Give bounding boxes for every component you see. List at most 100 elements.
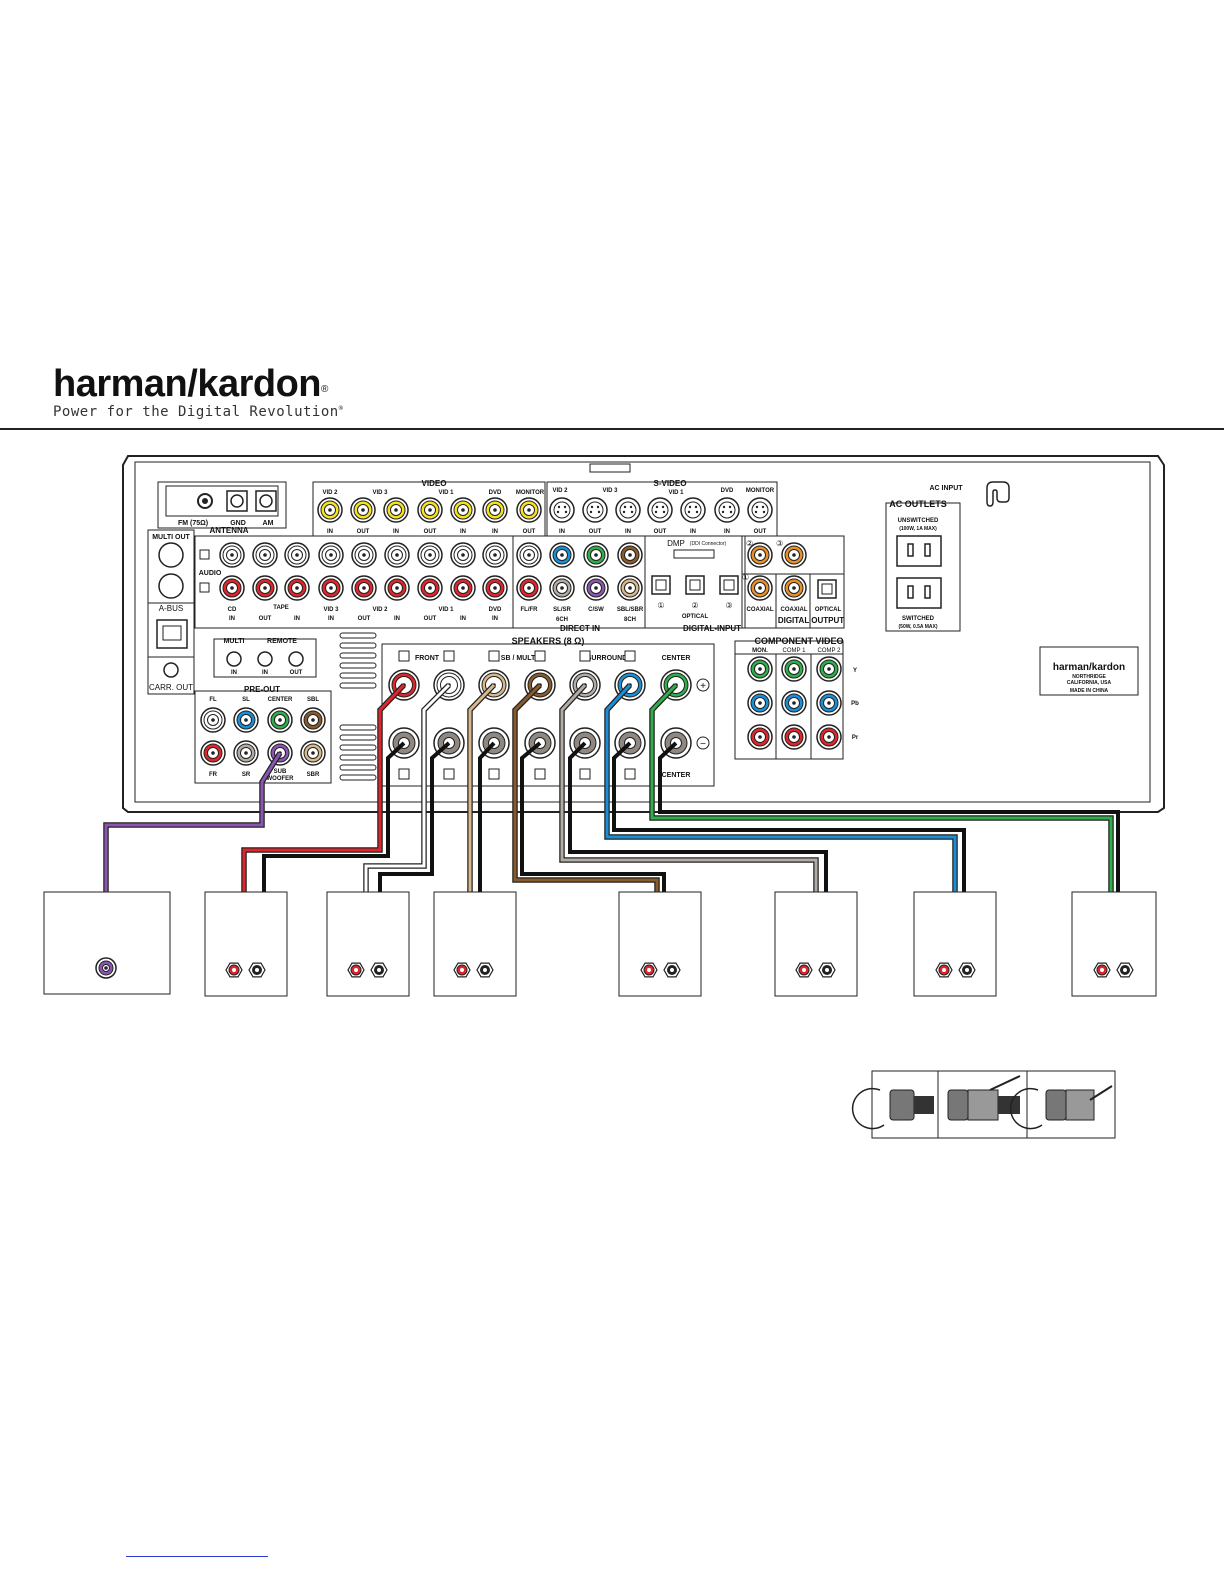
audio-right-jack-8[interactable]	[450, 575, 476, 601]
multi-out-jack-2[interactable]	[158, 573, 184, 599]
audio-right-jack-9[interactable]	[482, 575, 508, 601]
front-left-black-terminal[interactable]	[370, 962, 388, 978]
direct-sr-jack[interactable]	[549, 575, 575, 601]
audio-right-jack-2[interactable]	[252, 575, 278, 601]
dmp-connector[interactable]	[673, 549, 715, 559]
front-right-black-terminal[interactable]	[248, 962, 266, 978]
surround-right-red-terminal[interactable]	[935, 962, 953, 978]
component-jack-r1c1[interactable]	[747, 656, 773, 682]
carr-out-jack[interactable]	[163, 662, 179, 678]
center-black-terminal[interactable]	[1116, 962, 1134, 978]
component-jack-r2c3[interactable]	[816, 690, 842, 716]
speaker-bottom-box-3[interactable]	[488, 768, 500, 780]
multi-out-jack-1[interactable]	[158, 542, 184, 568]
component-jack-r3c3[interactable]	[816, 724, 842, 750]
video-jack-5[interactable]	[450, 497, 476, 523]
svideo-jack-5[interactable]	[680, 497, 706, 523]
surround-left-red-terminal[interactable]	[795, 962, 813, 978]
preout-sr-jack[interactable]	[233, 740, 259, 766]
component-jack-r3c1[interactable]	[747, 724, 773, 750]
audio-right-jack-1[interactable]	[219, 575, 245, 601]
component-jack-r2c2[interactable]	[781, 690, 807, 716]
component-jack-r2c1[interactable]	[747, 690, 773, 716]
svideo-jack-3[interactable]	[615, 497, 641, 523]
audio-left-jack-8[interactable]	[450, 542, 476, 568]
subwoofer-input-jack[interactable]	[95, 957, 117, 979]
direct-sl-jack[interactable]	[549, 542, 575, 568]
component-jack-r1c2[interactable]	[781, 656, 807, 682]
direct-sbl-jack[interactable]	[617, 542, 643, 568]
sb-right-black-terminal[interactable]	[476, 962, 494, 978]
optical-input-2[interactable]	[685, 575, 705, 595]
audio-left-jack-9[interactable]	[482, 542, 508, 568]
audio-right-jack-3[interactable]	[284, 575, 310, 601]
abus-jack[interactable]	[156, 619, 188, 649]
front-left-red-terminal[interactable]	[347, 962, 365, 978]
direct-sw-jack[interactable]	[583, 575, 609, 601]
direct-sbr-jack[interactable]	[617, 575, 643, 601]
remote-in-jack[interactable]	[257, 651, 273, 667]
video-jack-6[interactable]	[482, 497, 508, 523]
preout-fr-jack[interactable]	[200, 740, 226, 766]
svideo-jack-2[interactable]	[582, 497, 608, 523]
remote-out-jack[interactable]	[288, 651, 304, 667]
preout-center-jack[interactable]	[267, 707, 293, 733]
surround-left-black-terminal[interactable]	[818, 962, 836, 978]
svideo-jack-6[interactable]	[714, 497, 740, 523]
audio-left-jack-7[interactable]	[417, 542, 443, 568]
speaker-bottom-box-5[interactable]	[579, 768, 591, 780]
optical-input-1[interactable]	[651, 575, 671, 595]
preout-sbr-jack[interactable]	[300, 740, 326, 766]
speaker-bottom-box-1[interactable]	[398, 768, 410, 780]
optical-input-3[interactable]	[719, 575, 739, 595]
component-jack-r1c3[interactable]	[816, 656, 842, 682]
speaker-top-box-6[interactable]	[624, 650, 636, 662]
speaker-top-box-3[interactable]	[488, 650, 500, 662]
multi-in-jack[interactable]	[226, 651, 242, 667]
audio-left-jack-5[interactable]	[351, 542, 377, 568]
video-jack-2[interactable]	[350, 497, 376, 523]
preout-sbl-jack[interactable]	[300, 707, 326, 733]
video-jack-3[interactable]	[383, 497, 409, 523]
coax-input-3-jack[interactable]	[781, 542, 807, 568]
speaker-top-box-5[interactable]	[579, 650, 591, 662]
unswitched-outlet[interactable]	[896, 535, 942, 567]
coax-input-1-jack[interactable]	[747, 575, 773, 601]
sb-right-red-terminal[interactable]	[453, 962, 471, 978]
svideo-jack-4[interactable]	[647, 497, 673, 523]
speaker-bottom-box-6[interactable]	[624, 768, 636, 780]
audio-left-jack-6[interactable]	[384, 542, 410, 568]
audio-right-jack-5[interactable]	[351, 575, 377, 601]
surround-right-black-terminal[interactable]	[958, 962, 976, 978]
sb-left-red-terminal[interactable]	[640, 962, 658, 978]
switched-outlet[interactable]	[896, 577, 942, 609]
video-jack-4[interactable]	[417, 497, 443, 523]
svideo-jack-1[interactable]	[549, 497, 575, 523]
coax-output-jack[interactable]	[781, 575, 807, 601]
preout-sl-jack[interactable]	[233, 707, 259, 733]
sb-left-black-terminal[interactable]	[663, 962, 681, 978]
audio-left-jack-1[interactable]	[219, 542, 245, 568]
component-jack-r3c2[interactable]	[781, 724, 807, 750]
speaker-top-box-2[interactable]	[443, 650, 455, 662]
speaker-top-box-4[interactable]	[534, 650, 546, 662]
audio-right-jack-7[interactable]	[417, 575, 443, 601]
audio-right-jack-4[interactable]	[318, 575, 344, 601]
audio-left-jack-3[interactable]	[284, 542, 310, 568]
preout-fl-jack[interactable]	[200, 707, 226, 733]
video-jack-7[interactable]	[516, 497, 542, 523]
center-red-terminal[interactable]	[1093, 962, 1111, 978]
video-jack-1[interactable]	[317, 497, 343, 523]
audio-right-jack-6[interactable]	[384, 575, 410, 601]
audio-right-jack-10[interactable]	[516, 575, 542, 601]
audio-left-jack-10[interactable]	[516, 542, 542, 568]
svideo-jack-7[interactable]	[747, 497, 773, 523]
audio-left-jack-4[interactable]	[318, 542, 344, 568]
speaker-top-box-1[interactable]	[398, 650, 410, 662]
optical-output[interactable]	[817, 579, 837, 599]
front-right-red-terminal[interactable]	[225, 962, 243, 978]
coax-input-2-jack[interactable]	[747, 542, 773, 568]
audio-left-jack-2[interactable]	[252, 542, 278, 568]
speaker-bottom-box-2[interactable]	[443, 768, 455, 780]
direct-c-jack[interactable]	[583, 542, 609, 568]
